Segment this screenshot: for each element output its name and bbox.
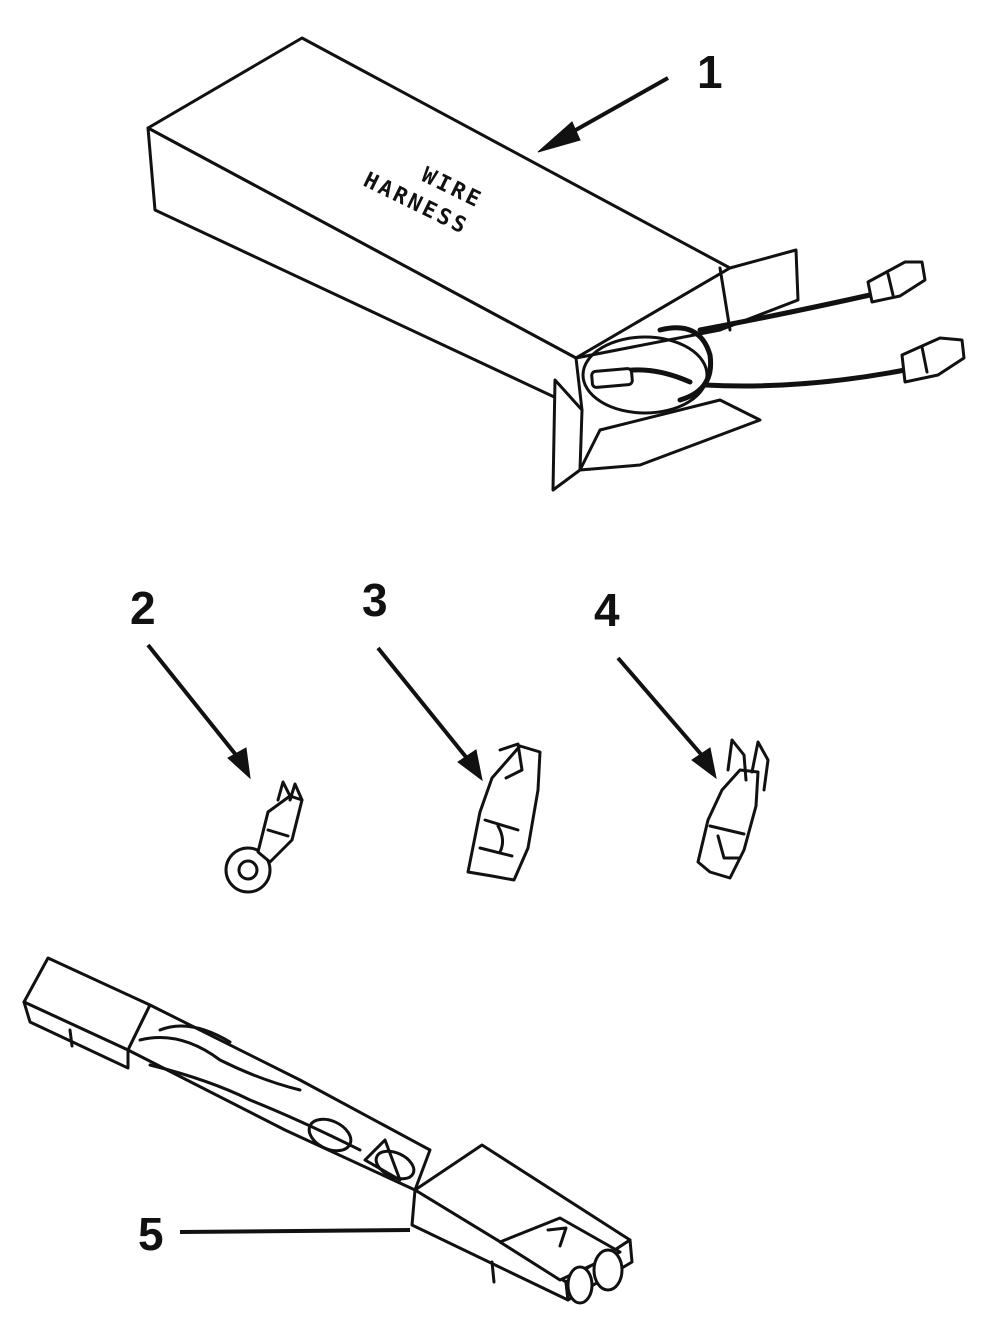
spade-terminal-lower	[900, 336, 966, 384]
leader-arrow-1	[537, 76, 669, 153]
callout-3: 3	[362, 574, 388, 626]
ring-terminal	[224, 780, 304, 894]
hook-terminal	[466, 742, 542, 882]
callout-2: 2	[130, 582, 156, 634]
leader-line-5	[179, 1228, 411, 1234]
wire-harness-box: WIRE HARNESS	[146, 36, 966, 492]
callout-4: 4	[594, 584, 620, 636]
callout-5: 5	[138, 1208, 164, 1260]
connector-jumper	[22, 956, 634, 1305]
leader-arrow-3	[376, 646, 483, 782]
spade-terminal	[696, 738, 770, 880]
leader-arrow-4	[616, 656, 717, 780]
callout-1: 1	[697, 46, 723, 98]
spade-terminal-upper	[866, 260, 927, 304]
leader-arrow-2	[146, 643, 251, 780]
